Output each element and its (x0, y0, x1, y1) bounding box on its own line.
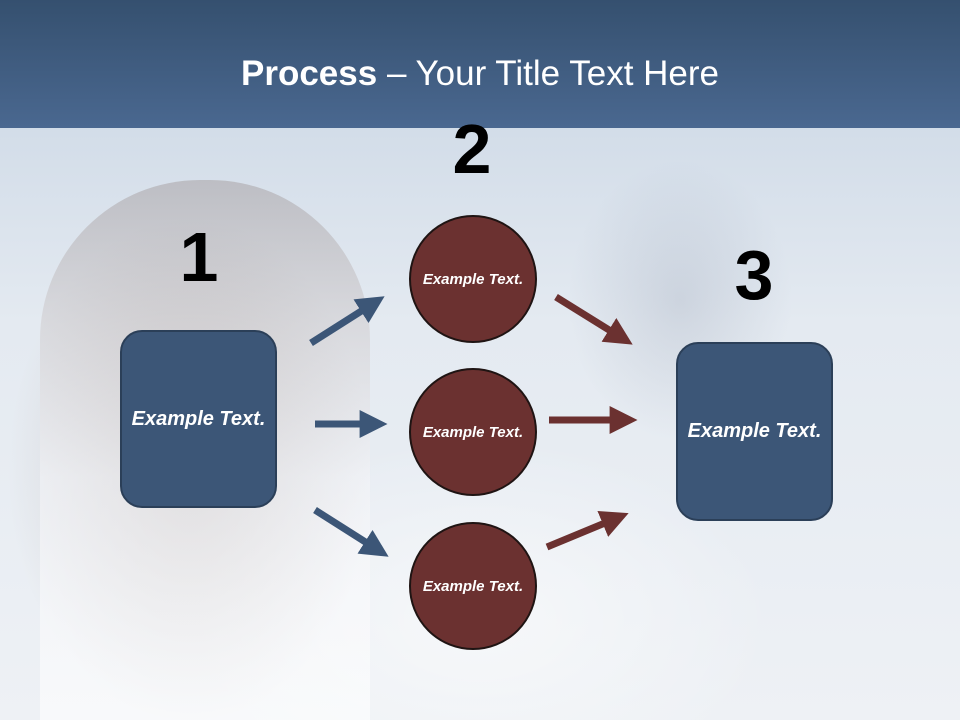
step2-circle-middle: Example Text. (409, 368, 537, 496)
step-number-3: 3 (734, 236, 774, 314)
step3-box: Example Text. (676, 342, 833, 521)
step3-box-text: Example Text. (687, 420, 822, 442)
step1-box: Example Text. (120, 330, 277, 508)
step2-circle-top: Example Text. (409, 215, 537, 343)
step2-circle-bottom-text: Example Text. (422, 577, 524, 595)
step2-circle-top-text: Example Text. (422, 270, 524, 288)
step2-circle-middle-text: Example Text. (422, 423, 524, 441)
slide-title-rest: – Your Title Text Here (377, 54, 719, 93)
arrow-step1-to-bottom (313, 507, 389, 557)
arrow-step1-to-top (309, 296, 385, 346)
slide-title-bold: Process (241, 54, 378, 93)
title-bar (0, 0, 960, 128)
arrow-bottom-to-step3 (545, 510, 629, 551)
step-number-1: 1 (179, 218, 219, 296)
arrow-top-to-step3 (554, 294, 633, 345)
slide-title: Process – Your Title Text Here (0, 52, 960, 96)
step2-circle-bottom: Example Text. (409, 522, 537, 650)
step1-box-text: Example Text. (131, 407, 266, 430)
step-number-2: 2 (452, 110, 492, 188)
